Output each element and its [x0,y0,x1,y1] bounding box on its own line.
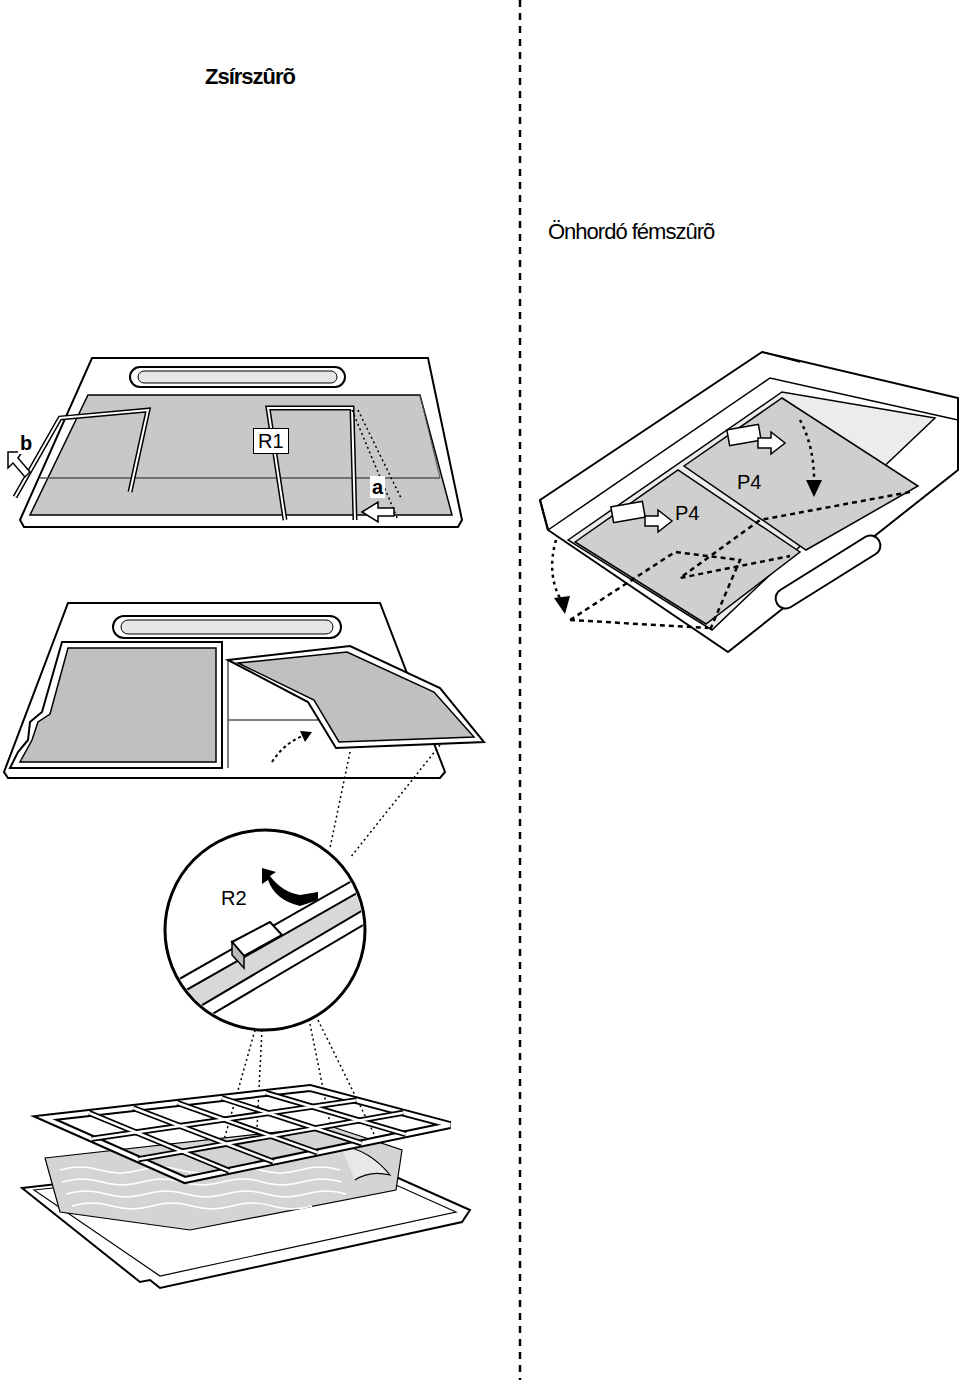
callout-letter: a [370,476,385,498]
callout-tag: R2 [221,887,247,909]
range-hood [540,352,958,652]
section-heading: Önhordó fémszûrõ [548,220,714,244]
part-label: P4 [675,502,699,524]
callout-tag: R1 [253,428,289,454]
part-label: P4 [737,471,761,493]
callout-letter: b [18,432,34,454]
filter-tray-open [4,603,484,858]
grease-filter-tray [8,358,462,527]
divider-line [519,0,522,1380]
exploded-filter [22,1088,470,1288]
section-heading: Zsírszûrõ [205,65,295,89]
